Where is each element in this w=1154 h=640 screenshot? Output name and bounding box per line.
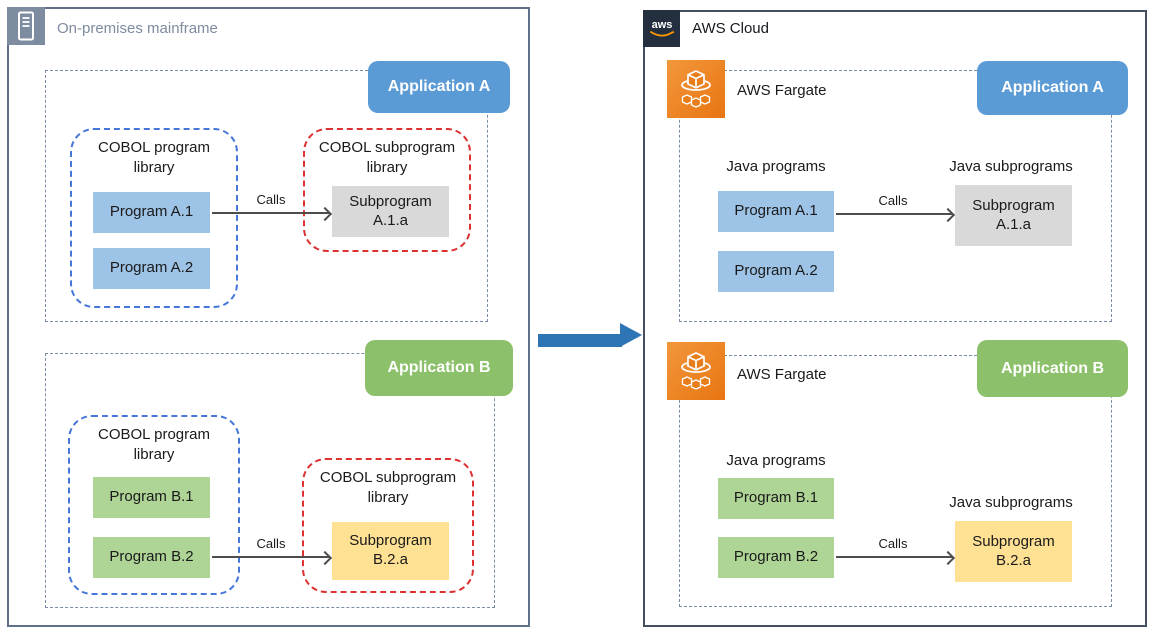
program-b1-box-left: Program B.1	[93, 477, 210, 518]
cobol-program-library-b-title: COBOL program library	[98, 426, 210, 464]
mainframe-icon	[7, 7, 45, 45]
program-b2-box-right: Program B.2	[718, 537, 834, 578]
cobol-subprogram-library-a-title: COBOL subprogram library	[318, 139, 456, 177]
java-programs-title-a: Java programs	[726, 158, 826, 175]
calls-arrow-b-left	[212, 556, 330, 558]
calls-label-a-right: Calls	[878, 193, 908, 208]
program-a2-box-left: Program A.2	[93, 248, 210, 289]
cobol-subprogram-library-a: COBOL subprogram library	[303, 128, 471, 252]
calls-label-a-left: Calls	[256, 192, 286, 207]
program-b1-box-right: Program B.1	[718, 478, 834, 519]
java-subprograms-title-a: Java subprograms	[949, 158, 1073, 175]
application-b-badge-right: Application B	[977, 340, 1128, 397]
application-a-badge-left: Application A	[368, 61, 510, 113]
program-a2-box-right: Program A.2	[718, 251, 834, 292]
fargate-icon-a	[667, 60, 725, 118]
subprogram-b2a-box-left: Subprogram B.2.a	[332, 522, 449, 580]
calls-arrow-b-right	[836, 556, 953, 558]
subprogram-b2a-box-right: Subprogram B.2.a	[955, 521, 1072, 582]
migration-arrow-head	[620, 323, 642, 347]
fargate-label-a: AWS Fargate	[737, 82, 827, 99]
fargate-label-b: AWS Fargate	[737, 366, 827, 383]
java-programs-title-b: Java programs	[726, 452, 826, 469]
calls-arrow-a-right	[836, 213, 953, 215]
program-a1-box-right: Program A.1	[718, 191, 834, 232]
subprogram-a1a-box-left: Subprogram A.1.a	[332, 186, 449, 237]
app-b-group-left	[45, 353, 495, 608]
calls-label-b-right: Calls	[878, 536, 908, 551]
aws-logo-text: aws	[651, 19, 672, 31]
cobol-program-library-a-title: COBOL program library	[98, 139, 210, 177]
app-a-group-left	[45, 70, 488, 322]
calls-label-b-left: Calls	[256, 536, 286, 551]
cobol-subprogram-library-b-title: COBOL subprogram library	[319, 469, 457, 507]
cobol-program-library-b: COBOL program library	[68, 415, 240, 595]
cobol-subprogram-library-b: COBOL subprogram library	[302, 458, 474, 593]
java-subprograms-title-b: Java subprograms	[949, 494, 1073, 511]
onprem-title: On-premises mainframe	[57, 20, 218, 37]
application-b-badge-left: Application B	[365, 340, 513, 396]
fargate-icon-b	[667, 342, 725, 400]
aws-cloud-title: AWS Cloud	[692, 20, 769, 37]
aws-logo-icon: aws	[643, 10, 680, 47]
application-a-badge-right: Application A	[977, 61, 1128, 115]
calls-arrow-a-left	[212, 212, 330, 214]
subprogram-a1a-box-right: Subprogram A.1.a	[955, 185, 1072, 246]
program-b2-box-left: Program B.2	[93, 537, 210, 578]
app-a-group-right	[679, 70, 1112, 322]
migration-arrow-body	[538, 334, 622, 347]
app-b-group-right	[679, 355, 1112, 607]
program-a1-box-left: Program A.1	[93, 192, 210, 233]
cobol-program-library-a: COBOL program library	[70, 128, 238, 308]
